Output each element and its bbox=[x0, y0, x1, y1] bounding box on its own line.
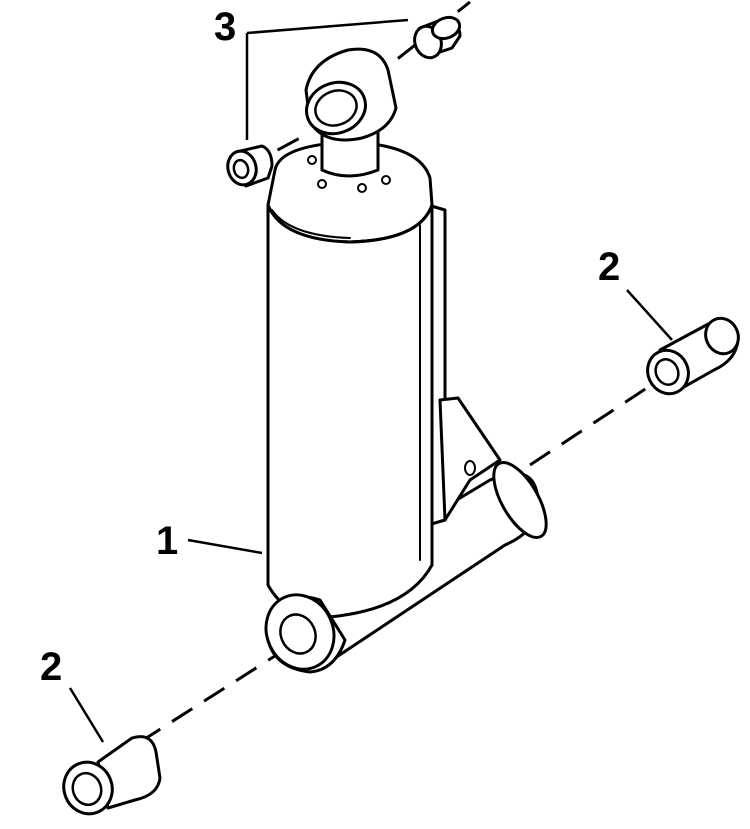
bracket-hole bbox=[464, 460, 476, 476]
cylinder-head-cap bbox=[266, 140, 434, 244]
leader-2-left bbox=[68, 687, 105, 743]
pin-bushing-right bbox=[646, 316, 740, 396]
callout-2-right: 2 bbox=[598, 245, 620, 289]
callout-1: 1 bbox=[156, 519, 178, 563]
rod-bushing-lower bbox=[226, 144, 274, 188]
callout-2-left: 2 bbox=[40, 645, 62, 689]
rod-eye-bore bbox=[314, 89, 358, 127]
lower-pin-axis bbox=[139, 638, 301, 744]
cylinder-barrel bbox=[266, 203, 434, 619]
lower-clevis-boss bbox=[264, 593, 347, 674]
rod-eye bbox=[304, 47, 398, 142]
lower-pin-axis-right bbox=[529, 376, 663, 467]
lower-clevis-bore bbox=[279, 613, 317, 655]
hydraulic-cylinder bbox=[264, 47, 548, 674]
leader-1 bbox=[187, 538, 263, 555]
leader-lines bbox=[68, 18, 673, 743]
leader-2-right bbox=[626, 289, 673, 341]
mounting-bracket bbox=[426, 203, 502, 527]
pin-bushing-lower-left bbox=[62, 735, 162, 816]
callout-3: 3 bbox=[214, 5, 236, 49]
rod-bushing-upper bbox=[413, 15, 462, 60]
